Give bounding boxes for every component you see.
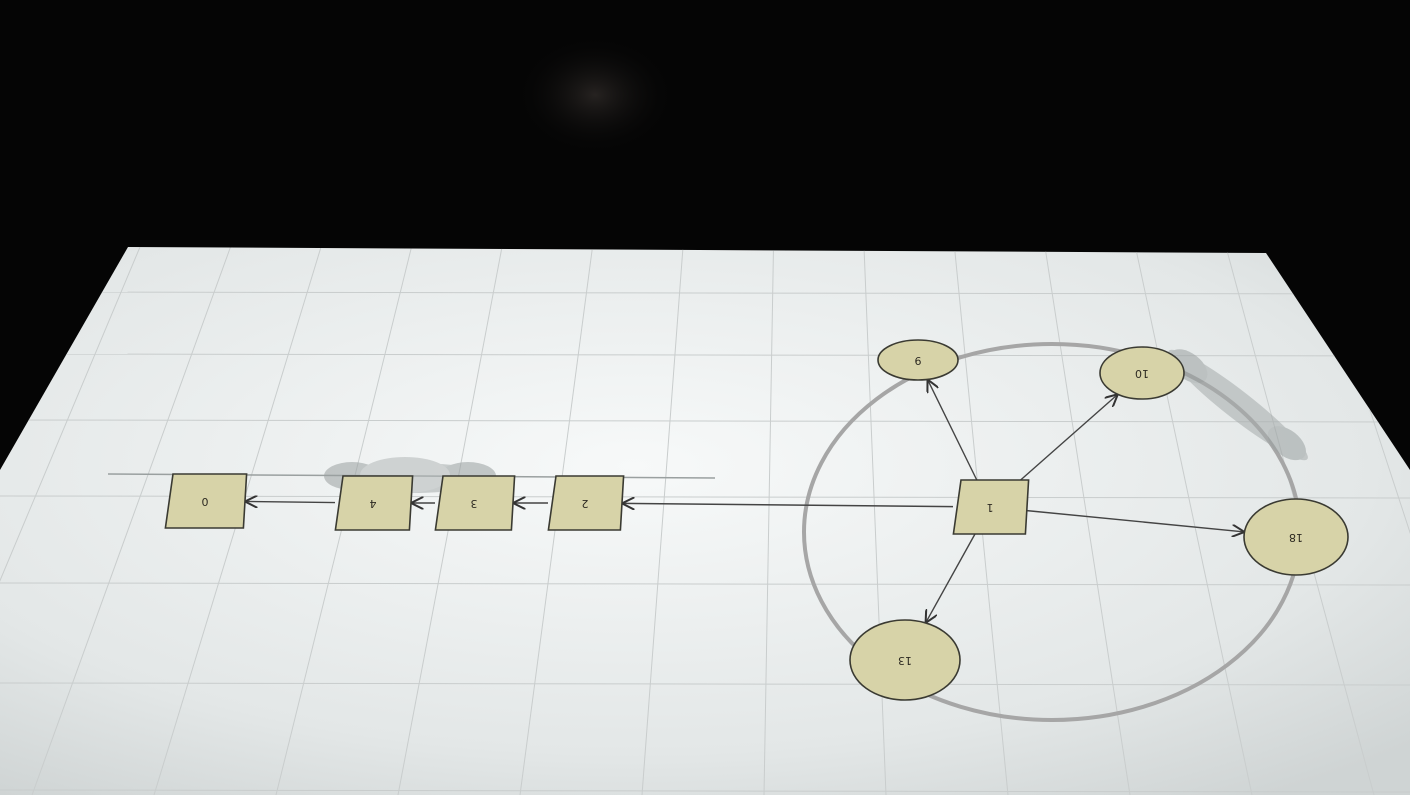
graph-node-4[interactable]: 4: [335, 476, 412, 530]
graph-node-9[interactable]: 9: [878, 340, 958, 380]
node-label: 9: [915, 354, 922, 367]
node-label: 1: [987, 501, 994, 514]
graph-node-2[interactable]: 2: [548, 476, 623, 530]
node-label: 4: [370, 497, 377, 510]
node-label: 2: [582, 497, 589, 510]
node-label: 0: [202, 495, 209, 508]
graph-node-10[interactable]: 10: [1100, 347, 1184, 399]
graph-node-3[interactable]: 3: [435, 476, 514, 530]
graph-node-1[interactable]: 1: [953, 480, 1028, 534]
graph-node-0[interactable]: 0: [165, 474, 246, 528]
node-label: 13: [898, 654, 912, 667]
node-label: 18: [1289, 531, 1303, 544]
graph-node-13[interactable]: 13: [850, 620, 960, 700]
hand-shadow: [515, 35, 675, 155]
node-label: 10: [1135, 367, 1149, 380]
node-label: 3: [471, 497, 478, 510]
graph-node-18[interactable]: 18: [1244, 499, 1348, 575]
